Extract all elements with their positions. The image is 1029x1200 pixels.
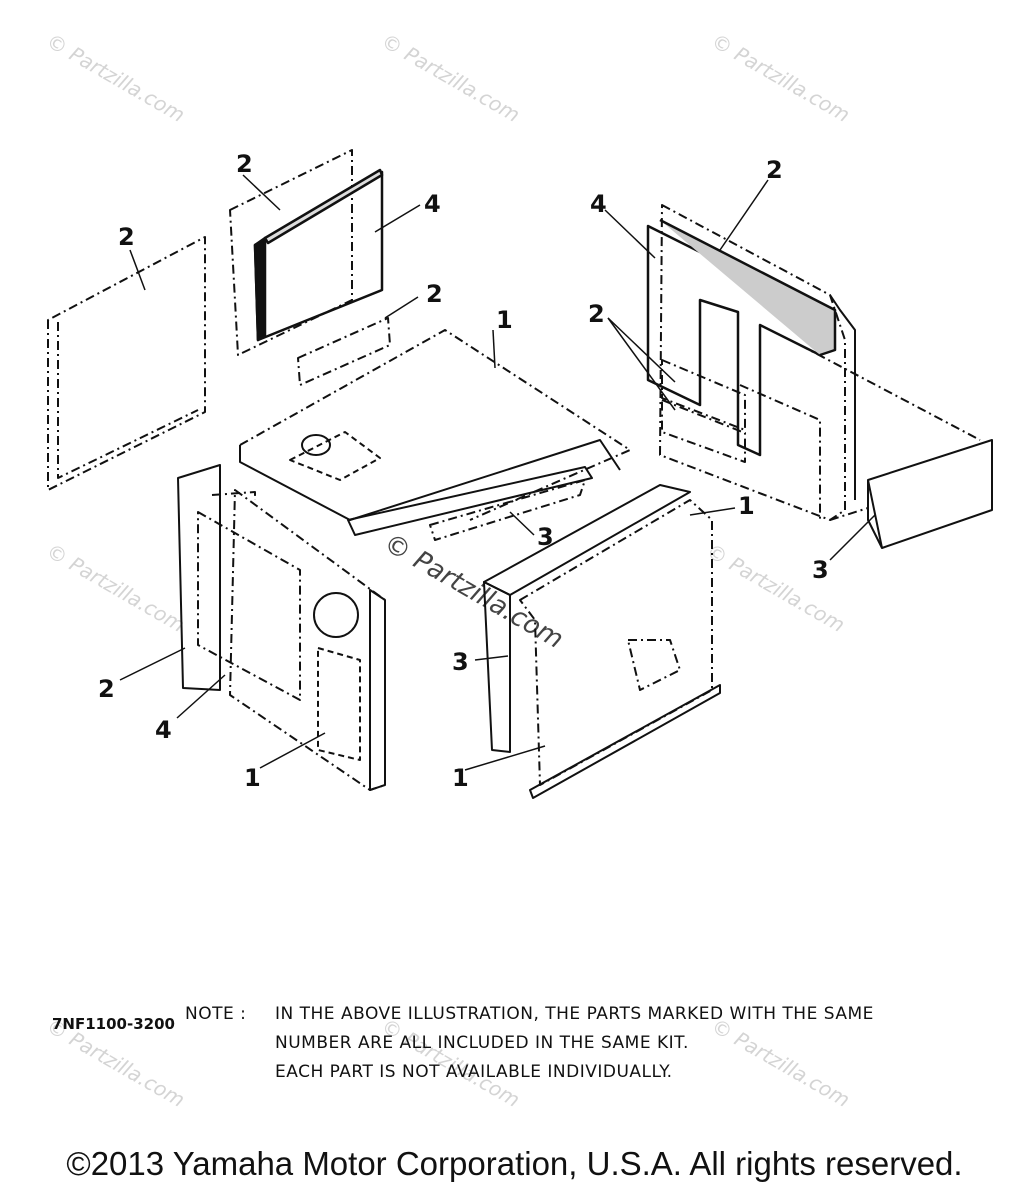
callout-center-strip: 3 [537,523,554,551]
callout-right-block: 4 [590,190,607,218]
callout-left-block: 4 [424,190,441,218]
right-end-strip [799,344,993,549]
note-line-2: NUMBER ARE ALL INCLUDED IN THE SAME KIT. [275,1033,689,1053]
callout-right-pair: 2 [588,300,605,328]
left-rear-panel [47,236,206,491]
note-line-1: IN THE ABOVE ILLUSTRATION, THE PARTS MAR… [275,1004,874,1024]
right-rear-panel [659,204,856,521]
left-front-block [197,491,301,701]
callout-labels: 2 2 4 2 1 4 2 2 3 3 2 4 1 3 1 1 [98,150,829,792]
callout-right-front-panel: 1 [452,764,469,792]
left-strip [297,317,391,386]
callout-left-front-panel: 1 [244,764,261,792]
watermark: © Partzilla.com [43,29,189,127]
callout-right-front-top: 1 [738,492,755,520]
right-front-strip [483,484,691,753]
callout-right-front-3: 3 [452,648,469,676]
copyright: ©2013 Yamaha Motor Corporation, U.S.A. A… [66,1145,963,1182]
right-foam-block [646,218,837,457]
callout-left-front-4: 4 [155,716,172,744]
watermark-layer: © Partzilla.com © Partzilla.com © Partzi… [43,29,854,1112]
watermark: © Partzilla.com [708,1014,854,1112]
left-front-panel [229,489,386,791]
leader-lines [119,174,876,771]
callout-left-strip: 2 [426,280,443,308]
part-code: 7NF1100-3200 [52,1015,175,1033]
watermark: © Partzilla.com [43,539,189,637]
center-strip [347,466,593,541]
callout-right-strip: 3 [812,556,829,584]
watermark: © Partzilla.com [378,29,524,127]
callout-left-front-2: 2 [98,675,115,703]
left-foam-block [253,168,384,342]
callout-top-panel: 1 [496,306,513,334]
left-small-panel [229,149,353,356]
callout-right-panel: 2 [766,156,783,184]
callout-left-panel: 2 [118,223,135,251]
note-line-3: EACH PART IS NOT AVAILABLE INDIVIDUALLY. [275,1062,673,1082]
watermark: © Partzilla.com [703,539,849,637]
watermark: © Partzilla.com [708,29,854,127]
left-front-thin-panel [177,464,221,691]
callout-left-small-panel: 2 [236,150,253,178]
right-pair-strips [661,359,746,463]
note-label: NOTE : [185,1004,247,1024]
right-front-panel [519,499,721,799]
